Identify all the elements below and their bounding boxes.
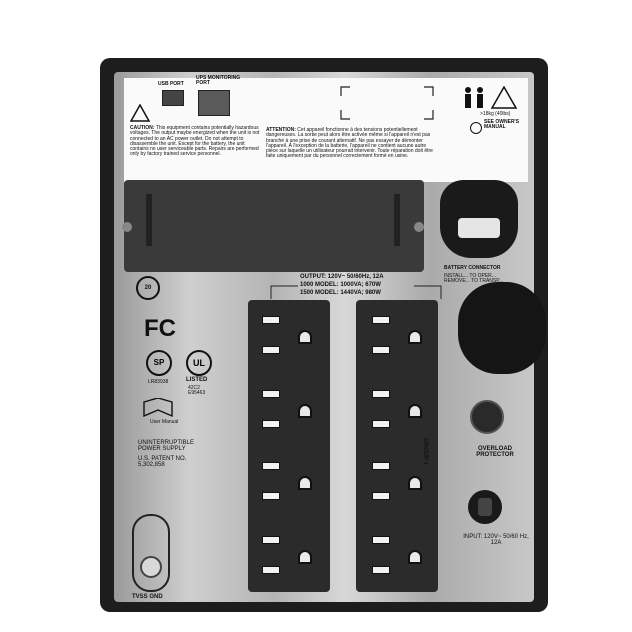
usb-port[interactable] [162, 90, 184, 106]
screw-right-icon [414, 222, 424, 232]
weight-warning: >18kg (40lbs) [480, 111, 511, 117]
ul-code: 42C2 E95463 [188, 385, 206, 397]
outlet-2-ground [298, 404, 312, 418]
label-placeholder [340, 86, 434, 120]
battery-connector-label: BATTERY CONNECTOR [444, 265, 501, 271]
outlet-2[interactable] [262, 390, 280, 428]
outlet-4[interactable] [262, 536, 280, 574]
ground-screw[interactable] [140, 556, 162, 578]
outlet-3[interactable] [262, 462, 280, 500]
attention-text: Cet appareil fonctionne à des tensions p… [266, 127, 433, 160]
cover-slot-right [394, 194, 400, 246]
outlet-3-ground [298, 476, 312, 490]
outlet-6[interactable] [372, 390, 390, 428]
output-line3: 1500 MODEL: 1440VA; 980W [300, 290, 381, 296]
ups-monitoring-port-label: UPS MONITORING PORT [196, 75, 241, 87]
usb-port-label: USB PORT [158, 81, 184, 87]
ups-description: UNINTERRUPTIBLE POWER SUPPLY [138, 440, 195, 453]
cover-slot-left [146, 194, 152, 246]
outlet-6-ground [408, 404, 422, 418]
monitoring-port[interactable] [198, 90, 230, 116]
csa-logo-icon: SP [146, 350, 172, 376]
csa-code: LR83938 [148, 379, 169, 385]
caution-title: CAUTION: [130, 125, 155, 131]
outlet-8-ground [408, 550, 422, 564]
ul-logo-icon: UL [186, 350, 212, 376]
screw-left-icon [122, 222, 132, 232]
outlet-1[interactable] [262, 316, 280, 354]
tvss-label: TVSS GND [132, 594, 163, 600]
two-person-lift-icon [465, 86, 518, 109]
fc-logo: FC [144, 315, 176, 342]
outlet-1-ground [298, 330, 312, 344]
input-socket-inner [478, 498, 492, 516]
recycle-icon: 20 [136, 276, 160, 300]
tvss-ground-slot [132, 514, 170, 592]
warning-label [124, 78, 528, 182]
output-line2: 1000 MODEL: 1000VA; 670W [300, 282, 381, 288]
outlet-7[interactable] [372, 462, 390, 500]
patent-number: U.S. PATENT NO. 5,302,858 [138, 456, 187, 469]
outlet-5[interactable] [372, 316, 390, 354]
attention-title: ATTENTION: [266, 127, 296, 133]
outlet-4-ground [298, 550, 312, 564]
manual-icon [470, 122, 482, 134]
connector-socket [458, 218, 500, 238]
user-manual-label: User Manual [150, 419, 179, 425]
output-bracket [270, 285, 442, 299]
warning-triangle-icon [130, 104, 150, 122]
outlet-bank-right [356, 300, 438, 592]
battery-connector-handle[interactable] [458, 282, 546, 374]
overload-protector-button[interactable] [470, 400, 504, 434]
input-label: INPUT: 120V~ 50/60 Hz, 12A [463, 534, 529, 547]
outlet-8[interactable] [372, 536, 390, 574]
user-manual-icon [143, 398, 173, 418]
output-line1: OUTPUT: 120V~ 50/60Hz, 12A [300, 274, 384, 280]
outlet-7-ground [408, 476, 422, 490]
ul-listed: LISTED [186, 377, 208, 383]
group-label: GROUP 1 [422, 438, 428, 465]
see-owners-manual: SEE OWNER'S MANUAL [484, 119, 520, 131]
battery-connector-sub: INSTALL... TO OPER... REMOVE... TO TRANS… [444, 273, 504, 285]
outlet-5-ground [408, 330, 422, 344]
attention-block: ATTENTION: Cet appareil fonctionne à des… [266, 127, 436, 160]
outlet-bank-left [248, 300, 330, 592]
caution-text: This equipment contains potentially haza… [130, 125, 260, 158]
caution-block: CAUTION: This equipment contains potenti… [130, 125, 260, 158]
overload-label: OVERLOAD PROTECTOR [476, 446, 514, 459]
battery-cover-plate[interactable] [124, 180, 424, 272]
